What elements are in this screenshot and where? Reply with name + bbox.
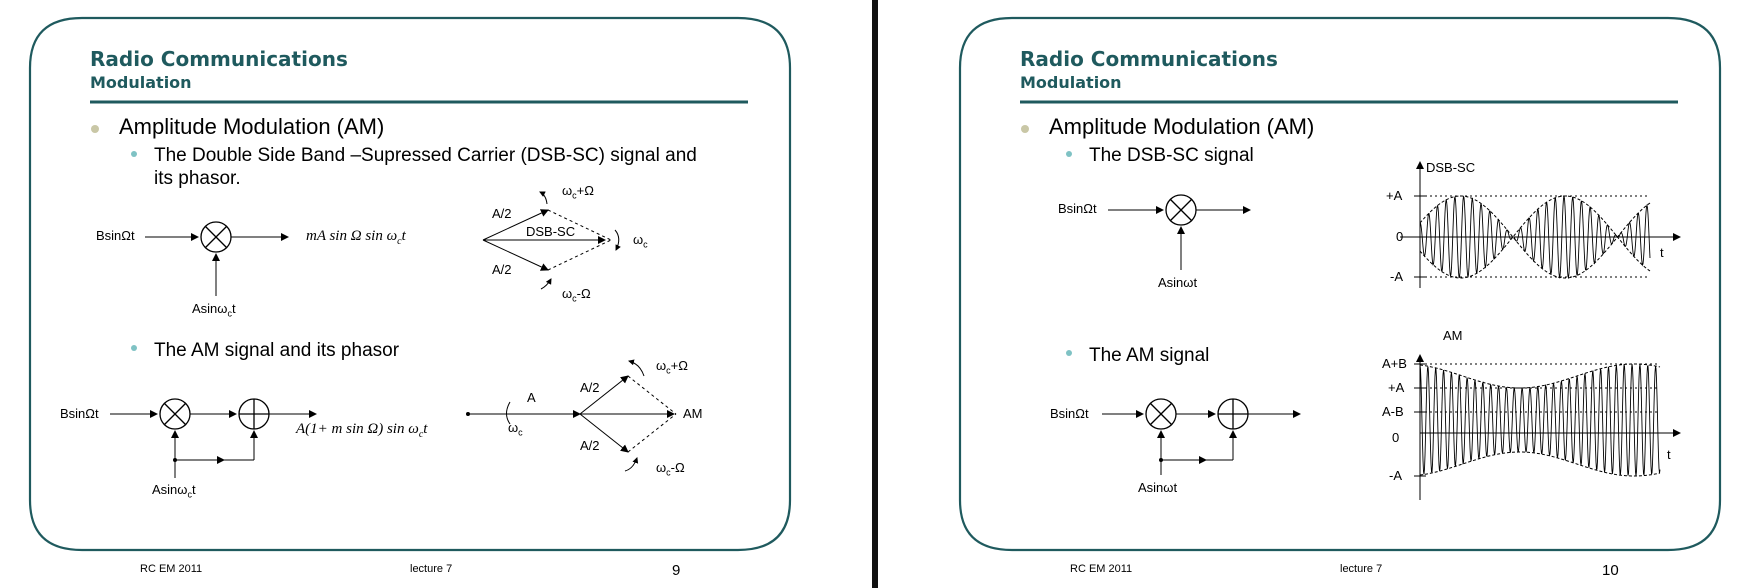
phasor-upper-label: A/2 — [492, 206, 512, 221]
slide-title: Radio Communications — [90, 47, 348, 71]
input-label: BsinΩt — [1058, 201, 1097, 216]
slide-frame — [28, 16, 792, 552]
sub-bullet-dot — [131, 345, 137, 351]
phasor-lower-label: A/2 — [580, 438, 600, 453]
graph-title: DSB-SC — [1426, 160, 1476, 175]
phasor-upper-freq: ωc+Ω — [562, 183, 594, 201]
dsb-sc-modulator-diagram — [1108, 194, 1251, 270]
y-tick-label: +A — [1388, 380, 1405, 395]
bullet-heading: Amplitude Modulation (AM) — [1049, 114, 1315, 139]
slide-title: Radio Communications — [1020, 47, 1278, 71]
phasor-omega-c: ωc — [633, 232, 648, 250]
footer-left: RC EM 2011 — [140, 563, 203, 575]
x-axis-label: t — [1660, 245, 1664, 260]
carrier-label: Asinωt — [1158, 275, 1198, 290]
output-label: mA sin Ω sin ωct — [306, 228, 406, 247]
dsb-sc-modulator-diagram — [145, 221, 289, 296]
y-tick-label: A-B — [1382, 404, 1404, 419]
phasor-center-label: DSB-SC — [526, 224, 576, 239]
slide-10-graphics — [958, 16, 1722, 552]
footer-center: lecture 7 — [1340, 563, 1383, 575]
sub-bullet-dot — [1066, 151, 1072, 157]
slide-9-graphics — [28, 16, 792, 552]
phasor-upper-label: A/2 — [580, 380, 600, 395]
sub-bullet-am: The AM signal and its phasor — [154, 340, 400, 361]
y-tick-label: +A — [1386, 188, 1403, 203]
sub-bullet-dot — [1066, 350, 1072, 356]
output-label: A(1+ m sin Ω) sin ωct — [296, 421, 428, 440]
slide-subtitle: Modulation — [90, 73, 192, 92]
am-phasor — [466, 359, 677, 472]
phasor-lower-freq: ωc-Ω — [562, 286, 591, 304]
phasor-am-label: AM — [683, 406, 703, 421]
sub-bullet-dsb-sc-line2: its phasor. — [154, 168, 241, 189]
sub-bullet-dsb-sc: The DSB-SC signal — [1089, 145, 1254, 166]
bullet-heading: Amplitude Modulation (AM) — [119, 114, 385, 139]
phasor-lower-label: A/2 — [492, 262, 512, 277]
input-label: BsinΩt — [96, 228, 135, 243]
sub-bullet-am: The AM signal — [1089, 345, 1210, 366]
y-tick-label: A+B — [1382, 356, 1407, 371]
sub-bullet-dot — [131, 151, 137, 157]
slide-9: Radio Communications Modulation Amplitud… — [0, 0, 870, 588]
slide-10: Radio Communications Modulation Amplitud… — [930, 0, 1751, 588]
am-waveform-graph — [1414, 354, 1681, 500]
phasor-upper-freq: ωc+Ω — [656, 358, 688, 376]
page-number: 10 — [1602, 562, 1619, 579]
carrier-label: Asinωct — [152, 482, 196, 500]
input-label: BsinΩt — [1050, 406, 1089, 421]
carrier-label: Asinωct — [192, 301, 236, 319]
y-tick-label: 0 — [1396, 229, 1404, 244]
phasor-lower-freq: ωc-Ω — [656, 460, 685, 478]
x-axis-label: t — [1667, 447, 1671, 462]
bullet-dot — [91, 125, 99, 133]
am-modulator-diagram — [110, 398, 317, 478]
y-tick-label: -A — [1389, 468, 1402, 483]
sub-bullet-dsb-sc-line1: The Double Side Band –Supressed Carrier … — [154, 145, 697, 166]
slide-subtitle: Modulation — [1020, 73, 1122, 92]
page-number: 9 — [672, 562, 681, 579]
carrier-label: Asinωt — [1138, 480, 1178, 495]
y-tick-label: 0 — [1392, 430, 1400, 445]
graph-title: AM — [1443, 328, 1463, 343]
dsb-sc-phasor — [482, 191, 621, 290]
page-divider — [872, 0, 878, 588]
slide-frame — [958, 16, 1722, 552]
footer-left: RC EM 2011 — [1070, 563, 1133, 575]
bullet-dot — [1021, 125, 1029, 133]
phasor-a-label: A — [527, 390, 536, 405]
am-modulator-diagram — [1102, 398, 1301, 475]
phasor-omega-c: ωc — [508, 420, 523, 438]
y-tick-label: -A — [1390, 269, 1403, 284]
footer-center: lecture 7 — [410, 563, 453, 575]
dsb-sc-waveform-graph — [1400, 161, 1681, 288]
input-label: BsinΩt — [60, 406, 99, 421]
